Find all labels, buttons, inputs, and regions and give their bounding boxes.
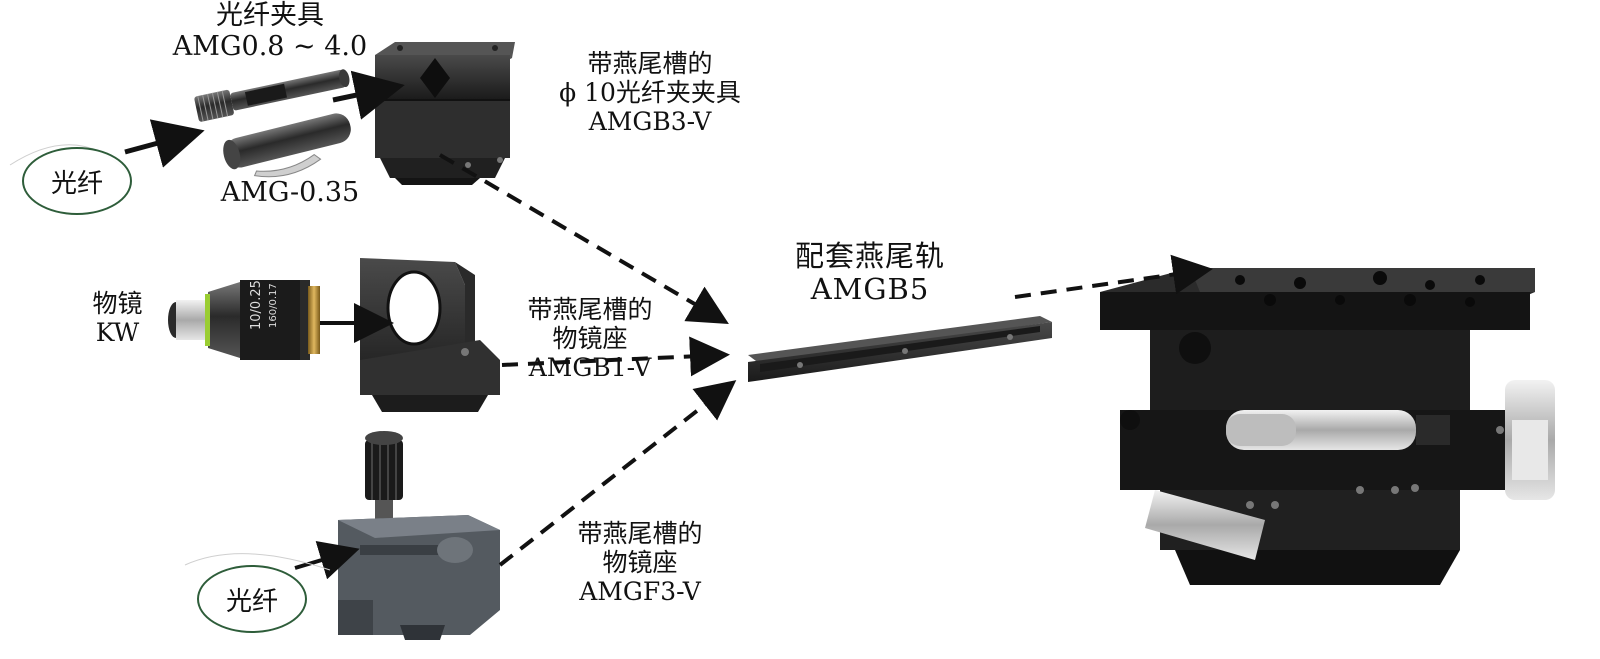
fiber-clamp-icon [194,69,350,122]
objective-line2: KW [95,317,140,347]
fiber-pin-icon [223,113,351,178]
clamp-title: 光纤夹具 [216,0,324,31]
arrow-mount-to-rail [501,336,730,377]
objective-lens-icon: 10/0.25 160/0.17 [168,280,320,360]
dovetail-clamp-block-icon [375,42,515,185]
dovetail-clamp-line1: 带燕尾槽的 [587,49,713,78]
fiber-bottom-label: 光纤 [225,586,278,617]
fiber-ring-bottom: 光纤 [197,565,307,633]
arrow-fiber-to-pin [124,119,205,168]
xyz-stage-icon [1100,268,1555,585]
objective-label: 物镜 KW [70,289,165,348]
rail-model: AMGB5 [810,272,930,307]
mount-line1: 带燕尾槽的 [527,295,653,324]
fiber-top-label: 光纤 [50,168,103,199]
fiber-small-model: AMG-0.35 [220,177,360,208]
clamp-model: AMG0.8 ~ 4.0 [172,31,368,63]
rail-label: 配套燕尾轨 AMGB5 [750,239,990,307]
arrow-clamp-to-block [332,70,405,120]
dovetail-clamp-line2: ϕ 10光纤夹夹具 [559,77,741,107]
objective-marking-1: 10/0.25 [249,280,264,330]
arrow-rail-to-stage [1014,254,1213,299]
arrow-knob-clamp-to-rail [498,380,737,567]
mount-label: 带燕尾槽的 物镜座 AMGB1-V [495,295,685,382]
svg-text:10/0.25: 10/0.25 [249,280,264,330]
arrows [124,70,1213,580]
svg-text:160/0.17: 160/0.17 [268,283,279,328]
mount-line2: 物镜座 [552,323,628,353]
clamp-label: 光纤夹具 AMG0.8 ~ 4.0 [160,0,380,62]
arrow-fiber-to-knob-clamp [294,540,360,580]
objective-marking-2: 160/0.17 [268,283,279,328]
fiber-ring-top: 光纤 [22,147,132,215]
fiber-thread-bottom [184,553,331,571]
rail-title: 配套燕尾轨 [794,239,945,273]
dovetail-clamp-label: 带燕尾槽的 ϕ 10光纤夹夹具 AMGB3-V [535,49,765,136]
mount-model: AMGB1-V [528,352,652,382]
dovetail-rail-icon [748,316,1052,382]
objective-mount-icon [360,258,500,412]
f3-model: AMGF3-V [579,576,701,606]
knob-clamp-icon [338,431,500,640]
f3-label: 带燕尾槽的 物镜座 AMGF3-V [545,519,735,606]
objective-line1: 物镜 [92,289,143,318]
f3-line1: 带燕尾槽的 [577,519,703,548]
f3-line2: 物镜座 [602,547,678,577]
dovetail-clamp-model: AMGB3-V [588,106,712,136]
fiber-small-label: AMG-0.35 [205,177,375,208]
arrow-block-to-rail [438,153,729,325]
